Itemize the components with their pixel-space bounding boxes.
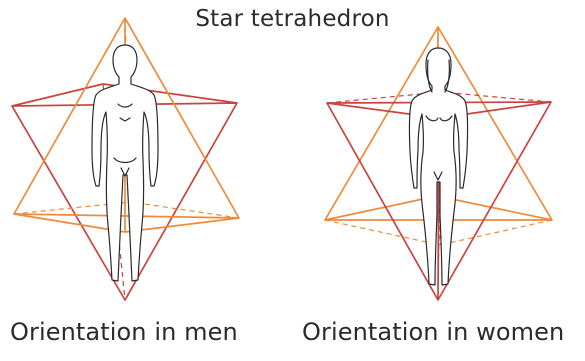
caption-women: Orientation in women: [302, 318, 564, 346]
caption-men: Orientation in men: [10, 318, 238, 346]
